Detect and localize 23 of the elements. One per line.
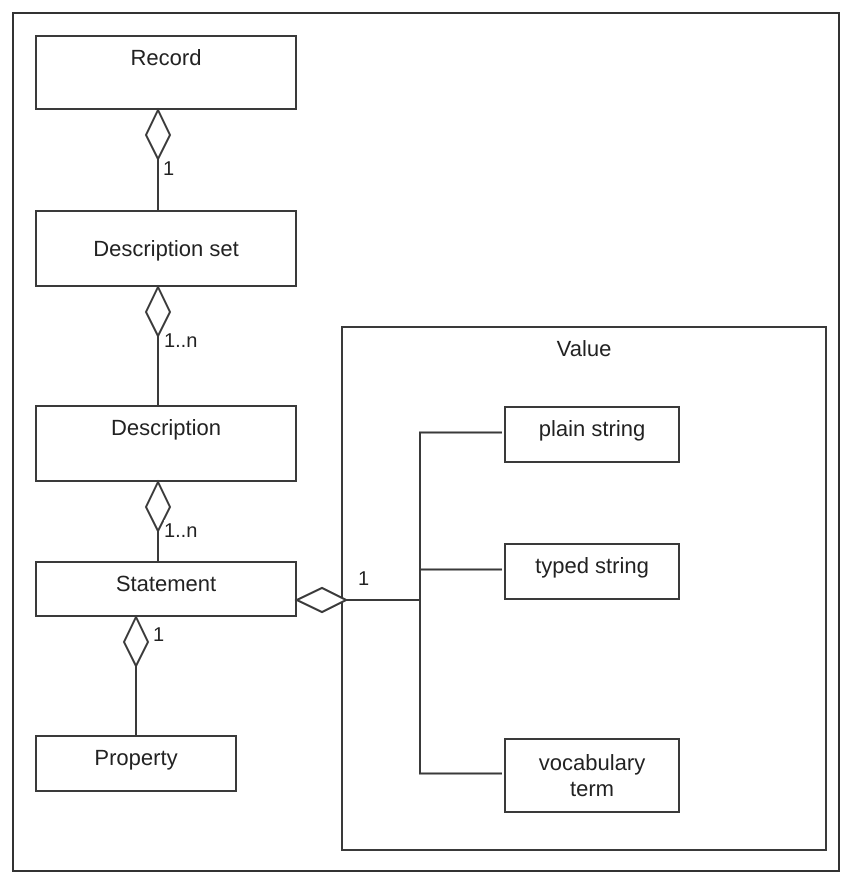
aggregation-connector — [296, 587, 502, 774]
class-box — [35, 405, 297, 482]
class-name: vocabulary term — [538, 750, 646, 802]
aggregation-connector — [145, 481, 171, 561]
class-box — [504, 406, 680, 463]
class-name: Description — [110, 415, 222, 441]
class-name: Property — [93, 745, 179, 771]
class-box — [35, 210, 297, 287]
class-box — [35, 561, 297, 617]
class-box — [35, 35, 297, 110]
class-box — [504, 738, 680, 813]
aggregation-connector — [123, 616, 149, 735]
class-box — [35, 735, 237, 792]
aggregation-connector — [145, 109, 171, 210]
class-name: typed string — [534, 553, 650, 579]
class-name: Record — [130, 45, 202, 71]
group-title: Value — [556, 336, 612, 362]
aggregation-connector — [145, 286, 171, 405]
class-name: Statement — [114, 571, 218, 597]
group-box — [341, 326, 827, 851]
class-box — [504, 543, 680, 600]
class-name: plain string — [538, 416, 646, 442]
class-name: Description set — [92, 236, 240, 262]
